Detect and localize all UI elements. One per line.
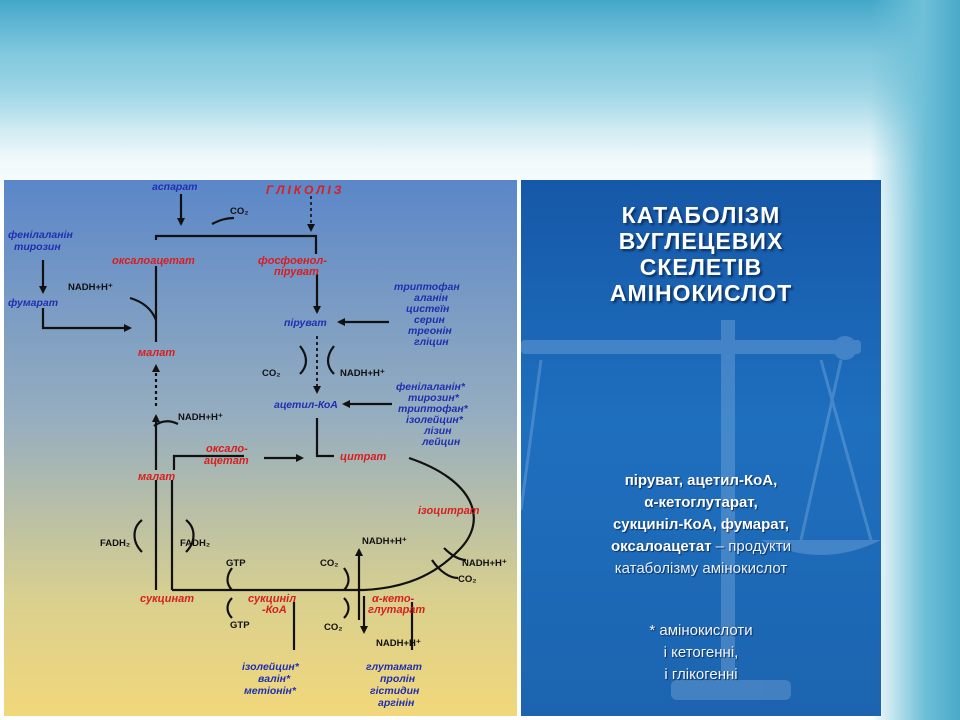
- co2-label-akg-top: CO₂: [320, 558, 338, 569]
- malate-top-label: малат: [138, 347, 175, 359]
- pyruvate-label: піруват: [284, 317, 327, 329]
- glycolysis-label: ГЛІКОЛІЗ: [266, 183, 344, 197]
- gtp-label-top: GTP: [226, 558, 246, 569]
- succinyl-coa-label-1: сукциніл: [248, 593, 296, 605]
- scales-illustration: [521, 320, 881, 700]
- footnote-text: * амінокислоти і кетогенні, і глікогенні: [541, 620, 861, 686]
- serine-label: серин: [414, 314, 446, 326]
- footnote-line-1: * амінокислоти: [649, 622, 753, 639]
- acetyl-source-lys: лізин: [423, 425, 452, 437]
- glutamate-label: глутамат: [366, 661, 422, 673]
- pep-label-2: піруват: [274, 266, 319, 278]
- acetyl-source-ile: ізолейцин*: [406, 414, 464, 426]
- title-line-1: КАТАБОЛІЗМ: [621, 202, 781, 228]
- succinyl-coa-label-2: -КоА: [262, 604, 287, 616]
- phenylalanine-label-1: фенілаланін: [8, 229, 74, 241]
- valine-label: валін*: [258, 673, 291, 685]
- products-line-4: оксалоацетат – продукти: [541, 536, 861, 558]
- nadh-label-malate: NADH+H⁺: [178, 412, 223, 423]
- acetyl-source-phe: фенілаланін*: [396, 381, 466, 393]
- co2-label-isocitrate: CO₂: [458, 574, 476, 585]
- pathway-lines: [39, 194, 475, 650]
- malate-cycle-label: малат: [138, 471, 175, 483]
- products-last-normal: – продукти: [711, 538, 791, 555]
- glycine-label: гліцин: [414, 336, 449, 348]
- akg-label-2: глутарат: [368, 604, 425, 616]
- oxaloacetate-cycle-label-2: ацетат: [204, 455, 249, 467]
- fadh2-label-left: FADH₂: [100, 538, 130, 549]
- footnote-line-2: і кетогенні,: [663, 644, 739, 661]
- co2-label-pyruvate: CO₂: [262, 368, 280, 379]
- nadh-label-isocitrate: NADH+H⁺: [362, 536, 407, 547]
- fumarate-label: фумарат: [8, 297, 58, 309]
- methionine-label: метіонін*: [244, 685, 297, 697]
- slide-right-band: [870, 0, 960, 720]
- title-line-3: СКЕЛЕТІВ: [639, 254, 763, 280]
- products-last-bold: оксалоацетат: [611, 538, 712, 555]
- products-tail: катаболізму амінокислот: [614, 560, 788, 577]
- title-panel: КАТАБОЛІЗМ ВУГЛЕЦЕВИХ СКЕЛЕТІВ АМІНОКИСЛ…: [521, 180, 881, 716]
- histidine-label: гістидин: [370, 685, 420, 697]
- acetyl-source-leu: лейцин: [421, 436, 461, 448]
- products-text: піруват, ацетил-КоА, α-кетоглутарат, сук…: [541, 470, 861, 580]
- cysteine-label: цистеїн: [406, 303, 450, 315]
- succinate-label: сукцинат: [140, 593, 194, 605]
- nadh-label-1: NADH+H⁺: [68, 282, 113, 293]
- products-line-2: α-кетоглутарат,: [644, 494, 758, 511]
- acetyl-coa-label: ацетил-КоА: [274, 399, 338, 411]
- threonine-label: треонін: [408, 325, 452, 337]
- proline-label: пролін: [380, 673, 416, 685]
- products-line-3: сукциніл-КоА, фумарат,: [612, 516, 790, 533]
- products-line-1: піруват, ацетил-КоА,: [624, 472, 778, 489]
- metabolic-pathway-diagram: ГЛІКОЛІЗ аспарат CO₂ фенілаланін тирозин…: [4, 180, 517, 716]
- aspartate-label: аспарат: [152, 181, 198, 193]
- citrate-label: цитрат: [340, 451, 386, 463]
- oxaloacetate-cycle-label-1: оксало-: [206, 443, 248, 455]
- akg-label-1: α-кето-: [372, 593, 415, 605]
- alanine-label: аланін: [414, 292, 449, 304]
- footnote-line-3: і глікогенні: [664, 666, 738, 683]
- gtp-label-bottom: GTP: [230, 620, 250, 631]
- fadh2-label-right: FADH₂: [180, 538, 210, 549]
- pep-label-1: фосфоенол-: [258, 255, 327, 267]
- isocitrate-label: ізоцитрат: [418, 505, 480, 517]
- nadh-label-akg: NADH+H⁺: [462, 558, 507, 569]
- co2-label-akg-bottom: CO₂: [324, 622, 342, 633]
- title-line-4: АМІНОКИСЛОТ: [609, 280, 793, 306]
- nadh-label-pyruvate: NADH+H⁺: [340, 368, 385, 379]
- oxaloacetate-top-label: оксалоацетат: [112, 255, 195, 267]
- slide-top-band: [0, 0, 960, 160]
- nadh-label-bottom: NADH+H⁺: [376, 638, 421, 649]
- pathway-svg: ГЛІКОЛІЗ аспарат CO₂ фенілаланін тирозин…: [8, 181, 507, 709]
- acetyl-source-trp: триптофан*: [398, 403, 469, 415]
- acetyl-source-tyr: тирозин*: [408, 392, 460, 404]
- isoleucine-label: ізолейцин*: [242, 661, 300, 673]
- tryptophan-label: триптофан: [394, 281, 460, 293]
- title-line-2: ВУГЛЕЦЕВИХ: [618, 228, 784, 254]
- slide-title: КАТАБОЛІЗМ ВУГЛЕЦЕВИХ СКЕЛЕТІВ АМІНОКИСЛ…: [541, 202, 861, 306]
- co2-label-top: CO₂: [230, 206, 248, 217]
- tyrosine-label-1: тирозин: [14, 241, 61, 253]
- arginine-label: аргінін: [378, 697, 415, 709]
